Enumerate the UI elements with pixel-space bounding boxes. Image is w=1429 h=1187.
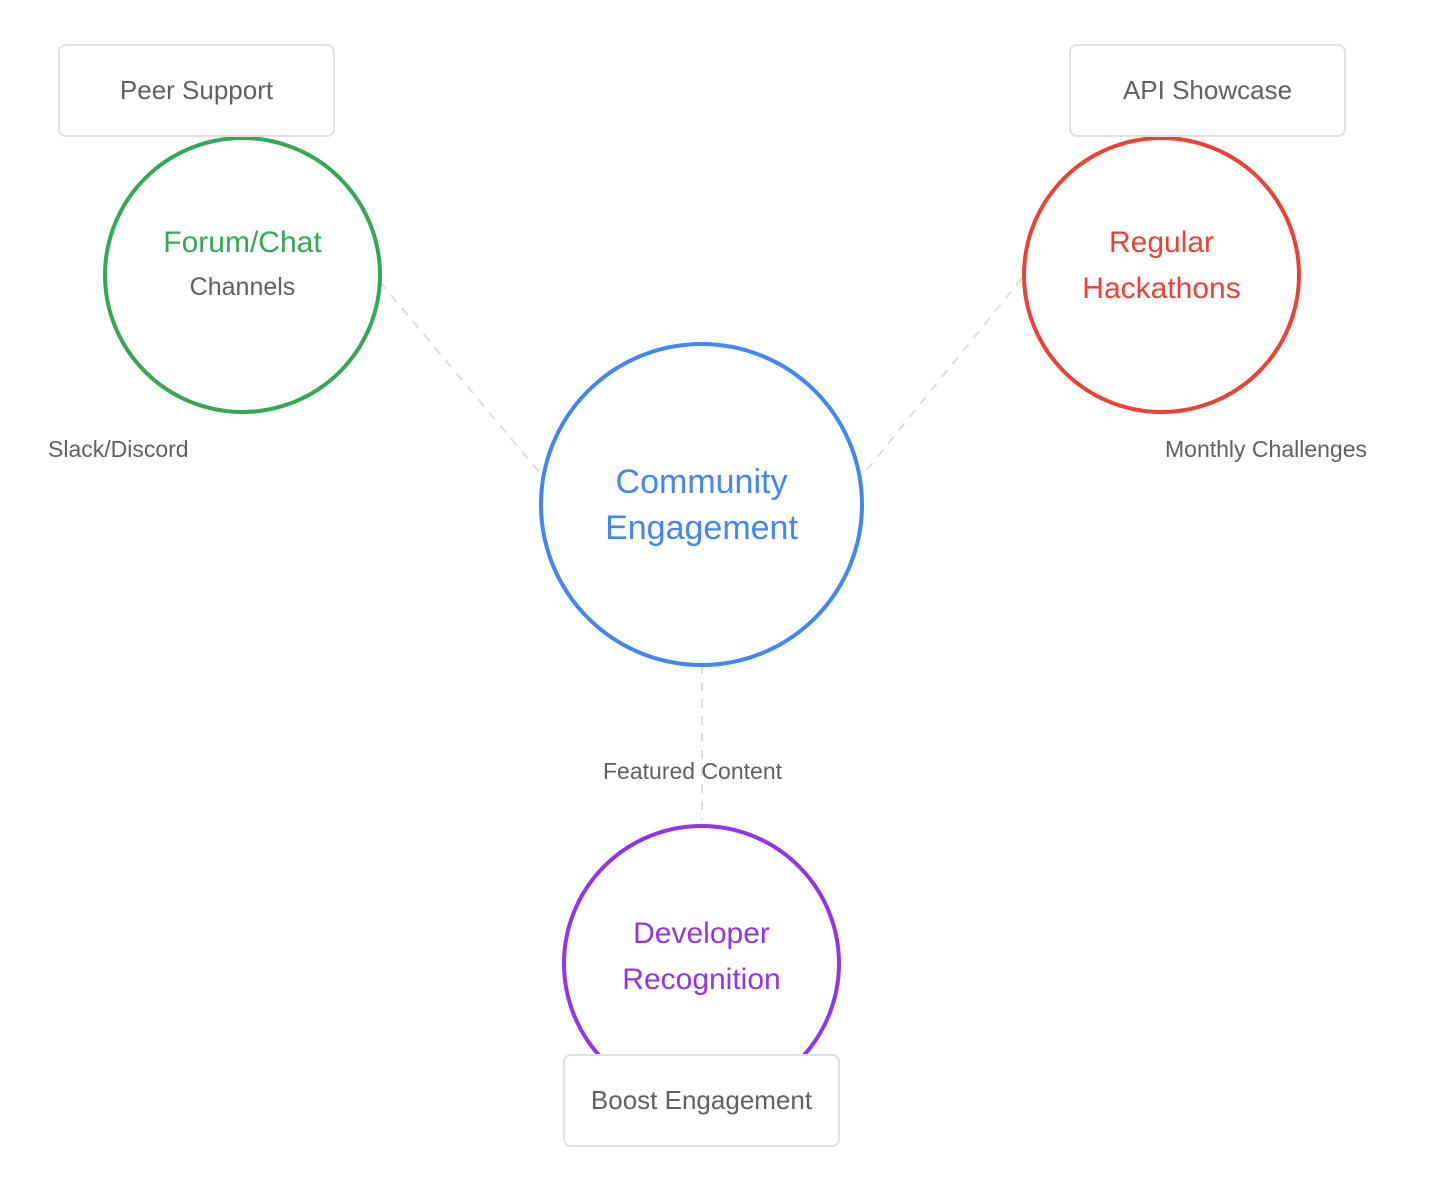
forum-chat-node[interactable]: Forum/Chat Channels: [103, 136, 382, 414]
featured-content-label: Featured Content: [603, 758, 783, 784]
boost-engagement-note: Boost Engagement: [563, 1054, 840, 1147]
center-title-line1: Community: [615, 462, 788, 501]
hackathon-title-line2: Hackathons: [1082, 272, 1241, 305]
hackathons-node[interactable]: Regular Hackathons: [1022, 136, 1301, 414]
peer-support-note: Peer Support: [58, 44, 335, 137]
connector-center-forum: [379, 281, 561, 498]
center-title-line2: Engagement: [605, 508, 798, 547]
monthly-challenges-label: Monthly Challenges: [1165, 436, 1368, 462]
recognition-title-line2: Recognition: [622, 963, 781, 996]
forum-title: Forum/Chat: [163, 226, 322, 259]
recognition-title-line1: Developer: [633, 917, 770, 950]
slack-discord-label: Slack/Discord: [48, 436, 189, 462]
api-showcase-note: API Showcase: [1069, 44, 1346, 137]
hackathon-title-line1: Regular: [1108, 226, 1215, 259]
forum-subtitle: Channels: [189, 273, 296, 301]
community-engagement-node[interactable]: Community Engagement: [539, 342, 864, 667]
connector-center-hackathon: [844, 277, 1023, 498]
